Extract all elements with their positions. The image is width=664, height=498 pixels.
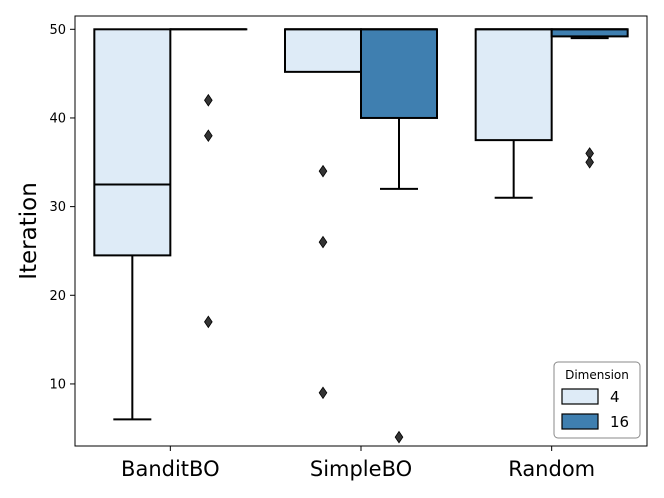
box-body (474, 28, 553, 142)
x-tick-label-random: Random (508, 457, 595, 481)
x-tick-label-simplebo: SimpleBO (310, 457, 412, 481)
legend-items: 416 (561, 388, 629, 431)
outlier-point (318, 164, 328, 178)
box-random-dim-4 (474, 28, 553, 199)
box-banditbo-dim-16 (169, 28, 248, 329)
outlier-point (394, 430, 404, 444)
y-axis-title: Iteration (16, 182, 42, 280)
y-tick-label: 20 (49, 289, 66, 304)
legend-title: Dimension (565, 368, 629, 382)
legend-swatch-dim-4 (561, 388, 599, 405)
box-random-dim-16 (550, 28, 629, 169)
box-body (284, 28, 362, 73)
legend: Dimension 416 (553, 361, 641, 439)
x-tick-label-banditbo: BanditBO (121, 457, 220, 481)
box-body (360, 28, 438, 119)
outlier-point (318, 235, 328, 249)
y-tick-label: 10 (49, 377, 66, 392)
box-simplebo-dim-16 (360, 28, 438, 444)
outlier-point (204, 315, 213, 329)
outlier-point (204, 93, 213, 107)
x-axis: BanditBO SimpleBO Random (121, 446, 595, 481)
legend-swatch-dim-16 (561, 413, 599, 430)
box-simplebo-dim-4 (284, 28, 362, 400)
y-tick-label: 30 (49, 200, 66, 215)
outlier-point (204, 129, 213, 143)
outlier-point (585, 155, 594, 169)
y-axis: 10 20 30 40 50 (49, 23, 75, 392)
box-banditbo-dim-4 (93, 28, 172, 421)
legend-label-dim-4: 4 (610, 388, 620, 406)
outlier-point (318, 386, 328, 400)
y-tick-label: 50 (49, 23, 66, 38)
box-body (550, 28, 629, 38)
y-tick-label: 40 (49, 111, 66, 126)
plot-area (74, 15, 648, 447)
legend-label-dim-16: 16 (610, 413, 629, 431)
box-body (93, 28, 172, 257)
